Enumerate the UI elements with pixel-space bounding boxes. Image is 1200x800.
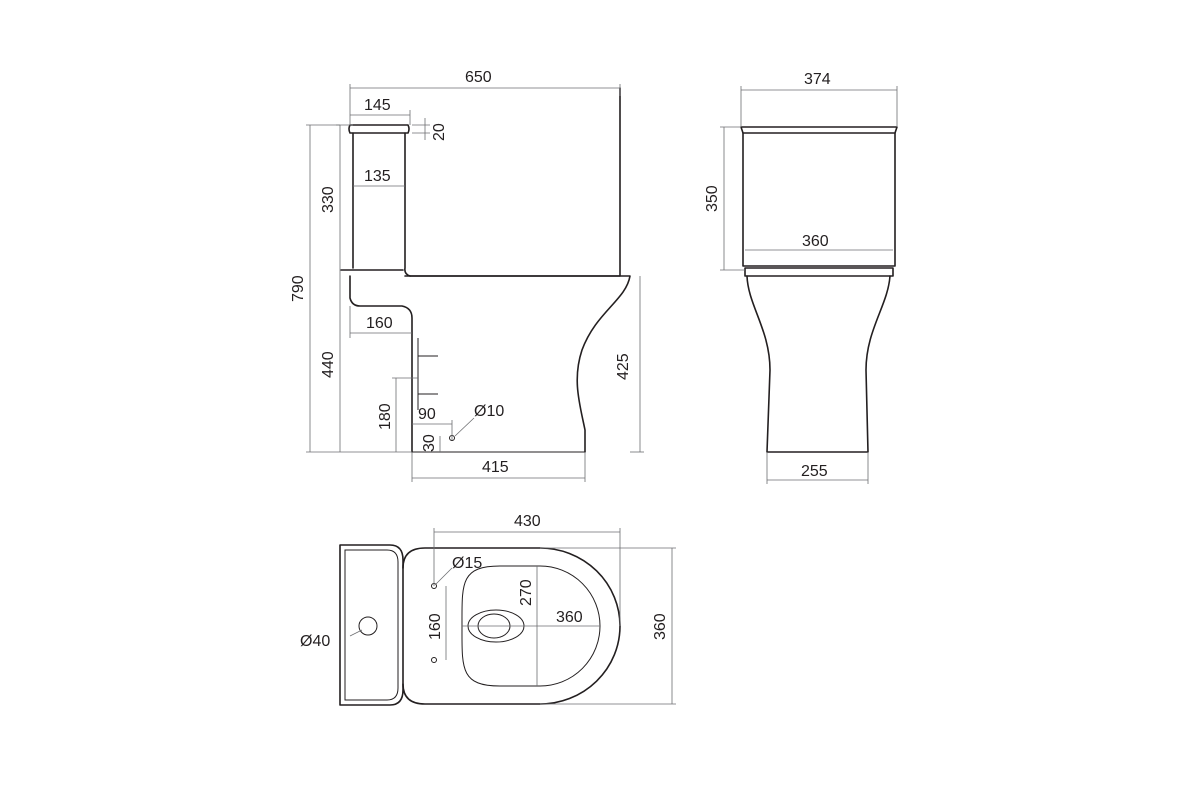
label-350: 350: [704, 185, 721, 212]
label-160-side: 160: [366, 315, 393, 332]
label-360-inner: 360: [556, 609, 583, 626]
label-790: 790: [290, 275, 307, 302]
front-tank-body: [742, 132, 896, 267]
label-360-front: 360: [802, 233, 829, 250]
side-main-tank: [404, 87, 621, 277]
label-160-top: 160: [427, 613, 444, 640]
top-view: 430 Ø15 160 270 360 360 Ø40: [300, 513, 676, 706]
label-135: 135: [364, 168, 391, 185]
front-bowl: [746, 275, 891, 453]
side-view: 650 145 20 135 330 790 160 440 425 180 9…: [290, 69, 644, 482]
side-tank-body: [352, 132, 411, 277]
label-d10: Ø10: [474, 403, 504, 420]
label-440: 440: [320, 351, 337, 378]
top-tank-outline: [339, 544, 404, 706]
label-415: 415: [482, 459, 509, 476]
side-bowl-profile: [409, 275, 631, 453]
top-seat-inner: [461, 565, 601, 687]
top-tank-inner: [344, 549, 399, 701]
label-430: 430: [514, 513, 541, 530]
label-650: 650: [465, 69, 492, 86]
side-tank-lid: [348, 124, 410, 134]
label-145: 145: [364, 97, 391, 114]
leader-d15: [435, 567, 453, 585]
label-90: 90: [418, 406, 436, 423]
label-d15: Ø15: [452, 555, 482, 572]
label-425: 425: [615, 353, 632, 380]
label-255: 255: [801, 463, 828, 480]
leader-d10: [454, 417, 475, 437]
label-d40: Ø40: [300, 633, 330, 650]
label-30: 30: [421, 434, 438, 452]
label-180: 180: [377, 403, 394, 430]
top-bolt-hole-2: [431, 657, 437, 663]
front-view: 374 350 360 255: [704, 71, 898, 484]
label-270: 270: [518, 579, 535, 606]
label-330: 330: [320, 186, 337, 213]
label-360-top: 360: [652, 613, 669, 640]
label-374: 374: [804, 71, 831, 88]
front-tank-lid: [740, 126, 898, 134]
front-seat-plate: [744, 267, 894, 277]
side-connector: [349, 275, 413, 453]
label-20: 20: [431, 123, 448, 141]
top-flush-button: [358, 616, 378, 636]
